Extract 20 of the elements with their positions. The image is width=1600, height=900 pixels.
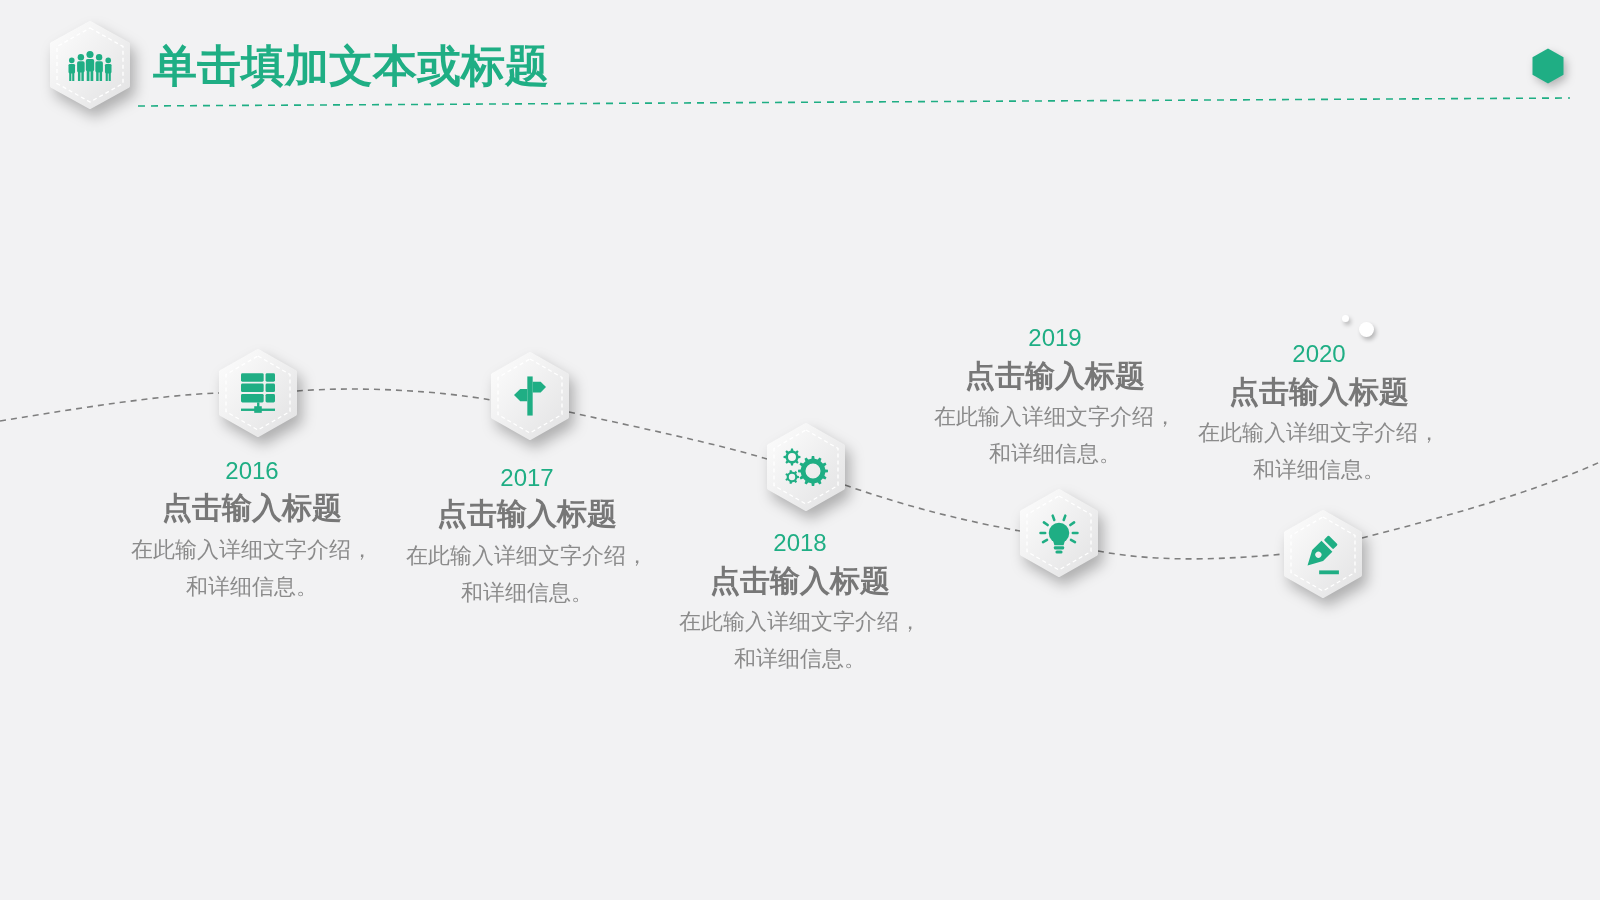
- milestone-title: 点击输入标题: [437, 496, 617, 532]
- milestone-description: 在此输入详细文字介绍，和详细信息。: [1197, 418, 1441, 484]
- milestone-description: 在此输入详细文字介绍，和详细信息。: [130, 535, 374, 601]
- milestone-title: 点击输入标题: [965, 358, 1145, 394]
- connector-line: [296, 388, 492, 401]
- connector-line: [844, 484, 1021, 532]
- year-label: 2019: [1028, 324, 1082, 352]
- milestone-title: 点击输入标题: [162, 490, 342, 526]
- year-label: 2017: [500, 464, 554, 492]
- milestone-title: 点击输入标题: [1229, 374, 1409, 410]
- milestone-description: 在此输入详细文字介绍，和详细信息。: [678, 607, 922, 673]
- connector-line: [568, 411, 768, 460]
- milestone-description: 在此输入详细文字介绍，和详细信息。: [933, 402, 1177, 468]
- page-title: 单击填加文本或标题: [153, 39, 549, 93]
- milestone-description: 在此输入详细文字介绍，和详细信息。: [405, 541, 649, 607]
- milestone-title: 点击输入标题: [710, 563, 890, 599]
- connector-line: [1361, 461, 1600, 539]
- year-label: 2016: [225, 457, 279, 485]
- year-label: 2018: [773, 529, 827, 557]
- year-label: 2020: [1292, 340, 1346, 368]
